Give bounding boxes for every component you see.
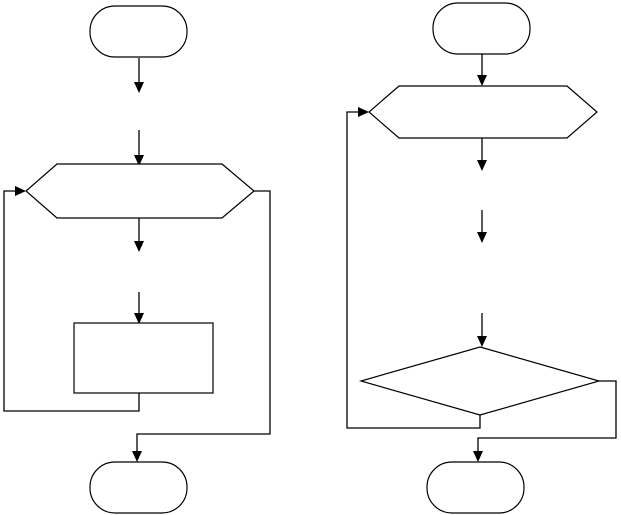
right-loop-back-arrowhead bbox=[358, 107, 369, 117]
left-loop-back-arrowhead bbox=[15, 186, 26, 196]
right-start-terminator bbox=[432, 2, 531, 55]
left-start-terminator bbox=[89, 5, 188, 58]
right-loop-hexagon bbox=[368, 85, 598, 139]
left-loop-hexagon bbox=[25, 163, 255, 219]
left-arrowhead-start-1 bbox=[134, 82, 144, 93]
left-end-terminator bbox=[89, 461, 188, 514]
right-arrowhead-mid-3 bbox=[477, 336, 487, 347]
right-loop-back-line bbox=[346, 111, 481, 429]
left-arrowhead-start-2 bbox=[134, 155, 144, 166]
right-exit-arrowhead bbox=[473, 451, 483, 462]
right-end-terminator bbox=[426, 461, 525, 514]
right-exit-line bbox=[477, 380, 617, 452]
left-process-box bbox=[73, 322, 214, 394]
left-exit-line bbox=[136, 190, 271, 452]
left-loop-back-line bbox=[3, 190, 140, 412]
right-flowchart bbox=[346, 2, 617, 514]
right-arrowhead-mid-2 bbox=[477, 232, 487, 243]
right-decision-diamond bbox=[358, 346, 602, 416]
left-flowchart bbox=[3, 5, 271, 514]
left-arrowhead-mid-1 bbox=[134, 241, 144, 252]
left-arrowhead-mid-2 bbox=[134, 313, 144, 324]
right-arrowhead-start bbox=[477, 75, 487, 86]
left-exit-arrowhead bbox=[132, 451, 142, 462]
right-arrowhead-mid-1 bbox=[477, 160, 487, 171]
